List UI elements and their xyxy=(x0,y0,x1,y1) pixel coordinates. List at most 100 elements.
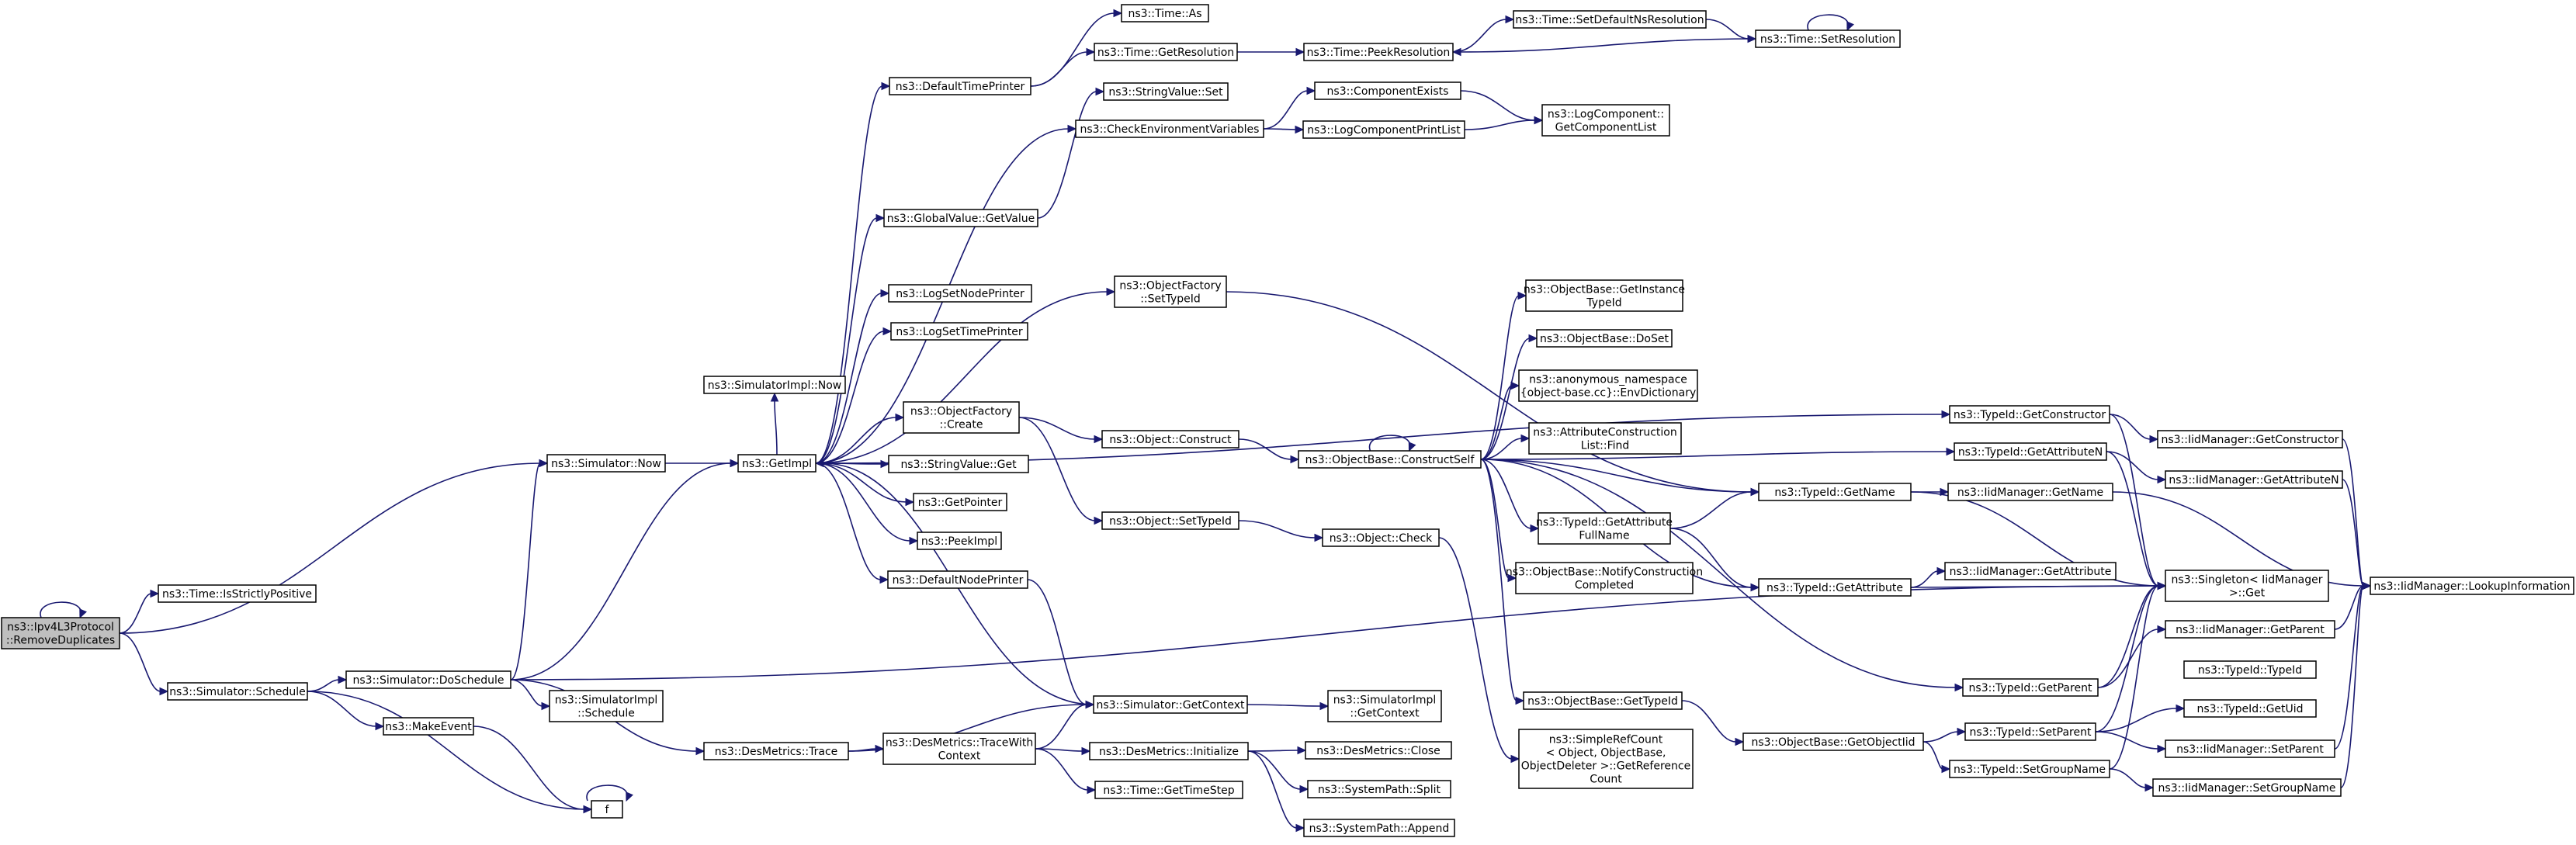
node-iidmanager-getattributen[interactable]: ns3::IidManager::GetAttributeN xyxy=(2165,470,2343,489)
node-componentexists[interactable]: ns3::ComponentExists xyxy=(1314,81,1461,100)
node-typeid-getattributen[interactable]: ns3::TypeId::GetAttributeN xyxy=(1954,442,2107,461)
node-desmetrics-initialize[interactable]: ns3::DesMetrics::Initialize xyxy=(1089,742,1249,760)
edge-line xyxy=(815,462,907,503)
node-simulatorimpl-getcontext[interactable]: ns3::SimulatorImpl::GetContext xyxy=(1327,690,1442,722)
node-globalvalue-getvalue[interactable]: ns3::GlobalValue::GetValue xyxy=(883,209,1038,227)
node-iidmanager-setgroupname[interactable]: ns3::IidManager::SetGroupName xyxy=(2152,778,2342,797)
node-typeid-setparent[interactable]: ns3::TypeId::SetParent xyxy=(1964,722,2096,741)
node-getpointer[interactable]: ns3::GetPointer xyxy=(913,493,1007,511)
node-peekimpl[interactable]: ns3::PeekImpl xyxy=(917,532,1002,550)
node-systempath-append[interactable]: ns3::SystemPath::Append xyxy=(1303,819,1455,837)
node-logsettimeprinter[interactable]: ns3::LogSetTimePrinter xyxy=(890,322,1028,341)
node-objectfactory-settypeid[interactable]: ns3::ObjectFactory::SetTypeId xyxy=(1114,275,1227,308)
node-objectfactory-create[interactable]: ns3::ObjectFactory::Create xyxy=(903,401,1020,434)
edge-line xyxy=(1226,291,1753,493)
node-simulatorimpl-now[interactable]: ns3::SimulatorImpl::Now xyxy=(703,376,846,394)
node-box xyxy=(2165,739,2335,758)
edge-line xyxy=(586,784,628,802)
node-objectbase-getobjectiid[interactable]: ns3::ObjectBase::GetObjectIid xyxy=(1742,732,1924,751)
edge-arrowhead xyxy=(2362,581,2372,590)
node-defaultnodeprinter[interactable]: ns3::DefaultNodePrinter xyxy=(887,570,1028,589)
node-simplerefcount-getreferencecount[interactable]: ns3::SimpleRefCount< Object, ObjectBase,… xyxy=(1518,729,1694,789)
node-label: ns3::SimulatorImpl::Now xyxy=(708,379,842,392)
node-typeid-setgroupname[interactable]: ns3::TypeId::SetGroupName xyxy=(1949,760,2110,778)
edge-arrowhead xyxy=(1297,746,1307,755)
edge-line xyxy=(1480,459,1510,579)
node-simulatorimpl-schedule[interactable]: ns3::SimulatorImpl::Schedule xyxy=(549,690,664,722)
node-iidmanager-getparent[interactable]: ns3::IidManager::GetParent xyxy=(2165,620,2335,639)
edge-desmetrics_trace-to-desmetrics_tracewithcontext xyxy=(848,744,885,753)
node-logcomponent-getcomponentlist[interactable]: ns3::LogComponent::GetComponentList xyxy=(1541,104,1670,137)
node-simulator-getcontext[interactable]: ns3::Simulator::GetContext xyxy=(1093,695,1248,714)
node-objectbase-notifyconstructioncompleted[interactable]: ns3::ObjectBase::NotifyConstructionCompl… xyxy=(1506,562,1703,594)
node-time-as[interactable]: ns3::Time::As xyxy=(1121,4,1209,23)
node-simulator-now[interactable]: ns3::Simulator::Now xyxy=(546,454,666,473)
edge-line xyxy=(1910,585,2159,588)
node-desmetrics-trace[interactable]: ns3::DesMetrics::Trace xyxy=(703,742,849,760)
node-typeid-getuid[interactable]: ns3::TypeId::GetUid xyxy=(2183,699,2317,718)
node-typeid-typeid[interactable]: ns3::TypeId::TypeId xyxy=(2183,660,2317,679)
node-label: ns3::IidManager::GetParent xyxy=(2176,624,2325,636)
node-object-settypeid[interactable]: ns3::Object::SetTypeId xyxy=(1101,511,1239,530)
node-checkenvironmentvariables[interactable]: ns3::CheckEnvironmentVariables xyxy=(1075,119,1264,138)
node-simulator-doschedule[interactable]: ns3::Simulator::DoSchedule xyxy=(345,670,511,689)
edges-layer xyxy=(40,9,2372,833)
node-typeid-getattribute[interactable]: ns3::TypeId::GetAttribute xyxy=(1758,578,1912,597)
node-f[interactable]: f xyxy=(591,800,623,819)
node-logsetnodeprinter[interactable]: ns3::LogSetNodePrinter xyxy=(888,284,1032,303)
node-time-setresolution[interactable]: ns3::Time::SetResolution xyxy=(1755,29,1901,48)
edge-arrowhead xyxy=(880,289,890,298)
node-iidmanager-getname[interactable]: ns3::IidManager::GetName xyxy=(1947,483,2113,501)
edge-iidmanager_getattributen-to-iidmanager_lookupinformation xyxy=(2342,479,2372,590)
node-getimpl[interactable]: ns3::GetImpl xyxy=(737,454,816,473)
node-iidmanager-lookupinformation[interactable]: ns3::IidManager::LookupInformation xyxy=(2370,577,2574,595)
edge-arrowhead xyxy=(1451,47,1461,57)
node-label: ObjectDeleter >::GetReference xyxy=(1521,760,1690,773)
node-box xyxy=(2165,470,2343,489)
edge-desmetrics_tracewithcontext-to-simulator_getcontext xyxy=(1035,700,1095,750)
node-object-construct[interactable]: ns3::Object::Construct xyxy=(1101,430,1239,448)
edge-line xyxy=(1480,295,1520,460)
node-objectbase-doset[interactable]: ns3::ObjectBase::DoSet xyxy=(1536,329,1673,348)
edge-arrowhead xyxy=(338,675,348,684)
edge-line xyxy=(2340,585,2364,788)
node-iidmanager-getconstructor[interactable]: ns3::IidManager::GetConstructor xyxy=(2157,430,2343,448)
node-simulator-schedule[interactable]: ns3::Simulator::Schedule xyxy=(167,682,308,701)
node-logcomponentprintlist[interactable]: ns3::LogComponentPrintList xyxy=(1302,120,1465,139)
node-time-setdefaultnsresolution[interactable]: ns3::Time::SetDefaultNsResolution xyxy=(1513,10,1707,29)
node-root[interactable]: ns3::Ipv4L3Protocol::RemoveDuplicates xyxy=(1,617,120,649)
node-objectbase-gettypeid[interactable]: ns3::ObjectBase::GetTypeId xyxy=(1523,691,1683,710)
node-label: Context xyxy=(938,750,981,763)
node-box xyxy=(1758,578,1912,597)
node-time-gettimestep[interactable]: ns3::Time::GetTimeStep xyxy=(1094,781,1243,799)
node-box xyxy=(1954,442,2107,461)
node-time-getresolution[interactable]: ns3::Time::GetResolution xyxy=(1094,43,1238,61)
node-singleton-get[interactable]: ns3::Singleton< IidManager>::Get xyxy=(2165,570,2329,602)
node-typeid-getparent[interactable]: ns3::TypeId::GetParent xyxy=(1962,678,2099,697)
node-typeid-getname[interactable]: ns3::TypeId::GetName xyxy=(1758,483,1912,501)
node-stringvalue-get[interactable]: ns3::StringValue::Get xyxy=(888,455,1029,473)
node-object-check[interactable]: ns3::Object::Check xyxy=(1322,528,1440,547)
node-label: ::Schedule xyxy=(577,708,635,720)
node-time-peekresolution[interactable]: ns3::Time::PeekResolution xyxy=(1303,43,1454,61)
node-label: ns3::AttributeConstruction xyxy=(1533,427,1676,439)
node-time-isstrictlypositive[interactable]: ns3::Time::IsStrictlyPositive xyxy=(158,584,317,603)
node-systempath-split[interactable]: ns3::SystemPath::Split xyxy=(1307,780,1451,798)
node-envdictionary[interactable]: ns3::anonymous_namespace{object-base.cc}… xyxy=(1518,369,1698,402)
edge-typeid_getattributefullname-to-typeid_getname xyxy=(1669,487,1760,529)
node-label: ns3::anonymous_namespace xyxy=(1529,374,1687,386)
node-iidmanager-setparent[interactable]: ns3::IidManager::SetParent xyxy=(2165,739,2335,758)
node-objectbase-constructself[interactable]: ns3::ObjectBase::ConstructSelf xyxy=(1298,450,1482,469)
node-iidmanager-getattribute[interactable]: ns3::IidManager::GetAttribute xyxy=(1944,562,2117,580)
node-typeid-getconstructor[interactable]: ns3::TypeId::GetConstructor xyxy=(1949,405,2110,424)
edge-arrowhead xyxy=(909,536,919,545)
node-defaulttimeprinter[interactable]: ns3::DefaultTimePrinter xyxy=(889,77,1031,95)
node-desmetrics-close[interactable]: ns3::DesMetrics::Close xyxy=(1305,741,1452,760)
edge-arrowhead xyxy=(2157,744,2167,753)
node-makeevent[interactable]: ns3::MakeEvent xyxy=(383,717,474,736)
node-stringvalue-set[interactable]: ns3::StringValue::Set xyxy=(1103,82,1229,101)
